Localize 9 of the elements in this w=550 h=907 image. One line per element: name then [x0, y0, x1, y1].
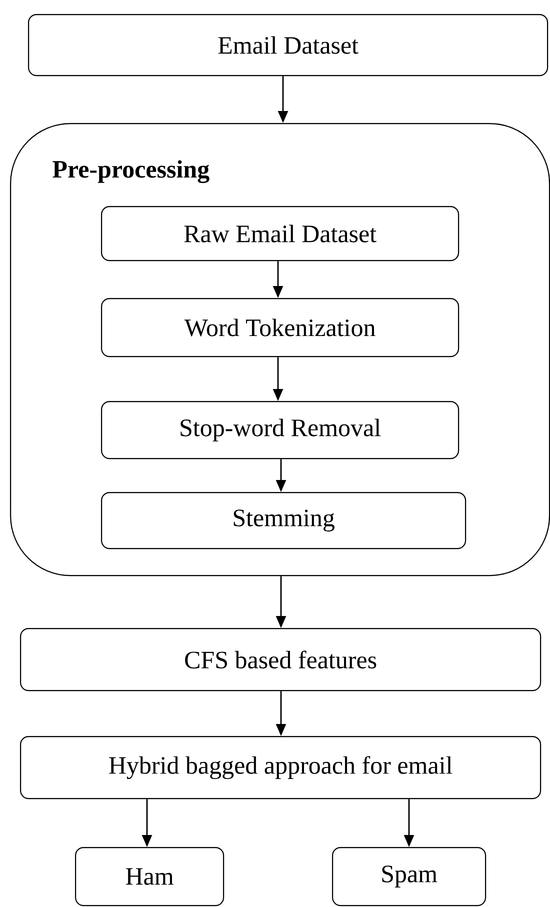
process-box: CFS based features — [20, 628, 542, 692]
process-box: Stemming — [101, 492, 466, 550]
process-box: Word Tokenization — [101, 298, 460, 358]
process-box: Spam — [332, 847, 486, 906]
process-box: Stop-word Removal — [101, 401, 460, 460]
process-box: Ham — [75, 847, 224, 906]
process-box: Raw Email Dataset — [101, 206, 460, 262]
process-box: Hybrid bagged approach for email — [20, 736, 542, 800]
process-box: Email Dataset — [28, 14, 548, 76]
